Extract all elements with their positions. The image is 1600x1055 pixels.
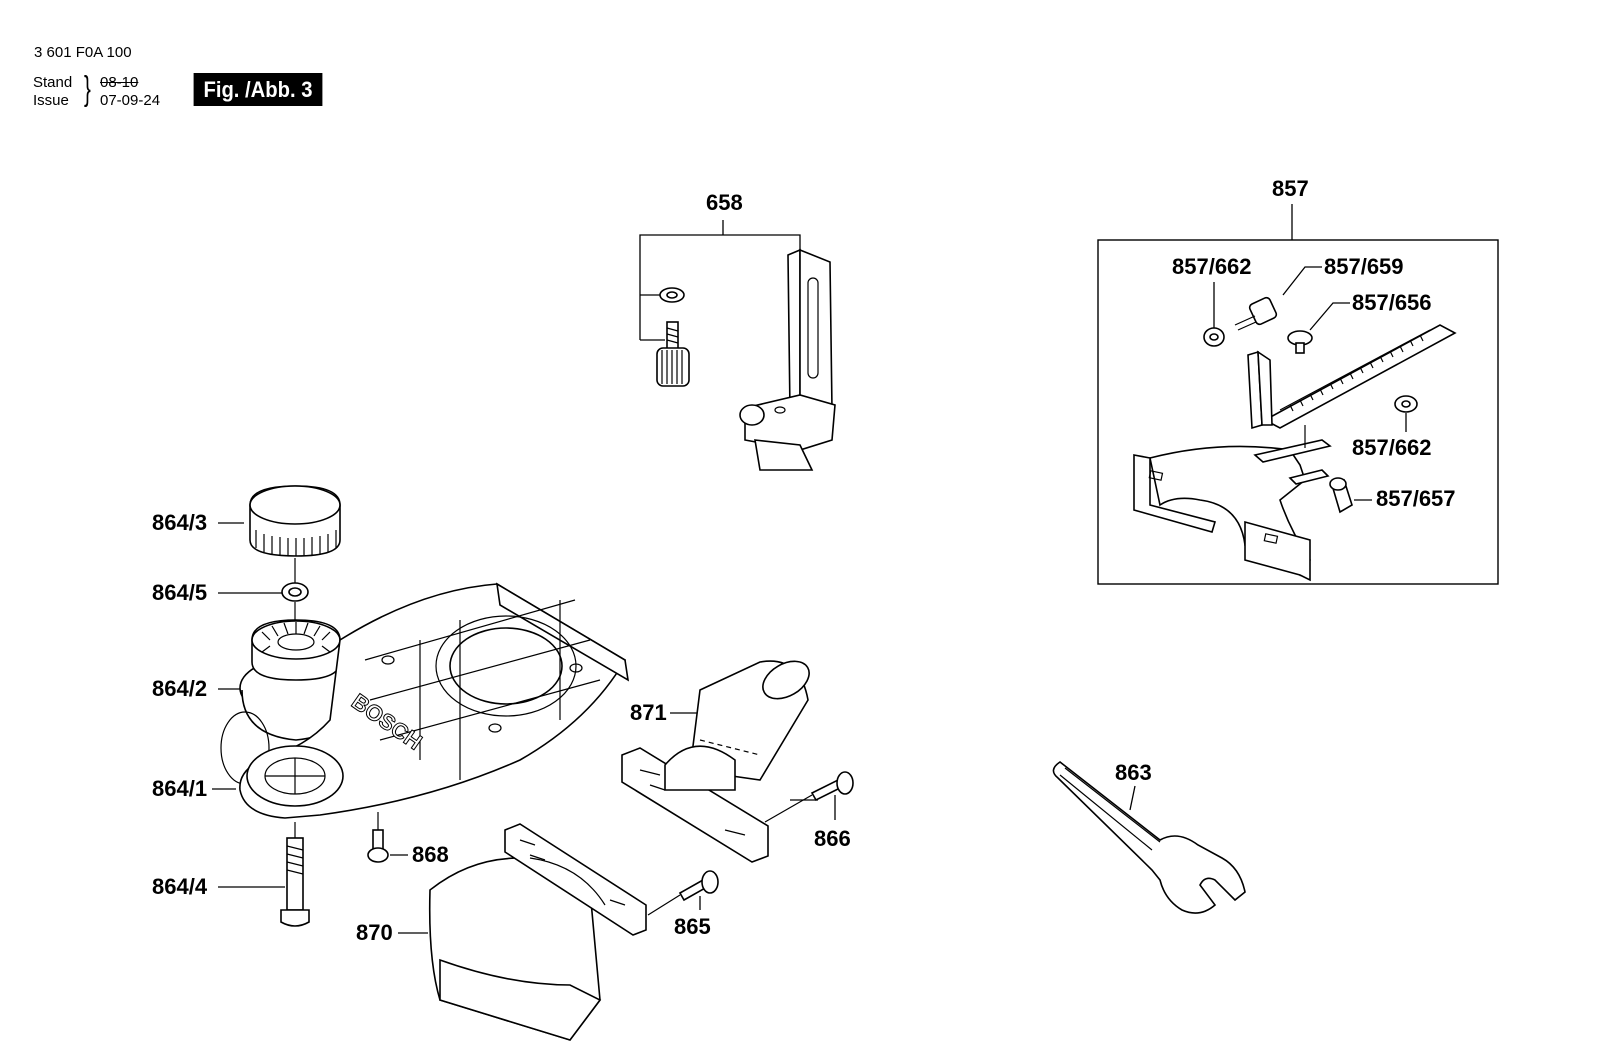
tube-hidden-line bbox=[699, 739, 761, 756]
part-870-group: 870 bbox=[356, 823, 681, 1041]
screw-head bbox=[701, 870, 719, 894]
scale-ticks-line bbox=[1279, 329, 1431, 411]
washer-hole bbox=[1209, 333, 1219, 341]
label-857-662-bottom: 857/662 bbox=[1352, 435, 1432, 460]
label-871: 871 bbox=[630, 700, 667, 725]
figure-badge: Fig. /Abb. 3 bbox=[193, 73, 323, 106]
issue-label: Issue bbox=[33, 92, 69, 109]
group-box-857 bbox=[1097, 239, 1499, 585]
leader-857-656 bbox=[1309, 302, 1350, 331]
label-864-3: 864/3 bbox=[152, 510, 207, 535]
brace-glyph: } bbox=[84, 70, 91, 108]
wrench-863 bbox=[1052, 761, 1246, 914]
label-864-1: 864/1 bbox=[152, 776, 207, 801]
pin-stem bbox=[1295, 342, 1305, 354]
rail-871 bbox=[621, 747, 769, 863]
thumb-knob-658 bbox=[656, 347, 690, 387]
screw-868 bbox=[372, 829, 384, 851]
label-870: 870 bbox=[356, 920, 393, 945]
document-code: 3 601 F0A 100 bbox=[34, 44, 132, 61]
base-slot bbox=[1148, 470, 1164, 481]
knob-top bbox=[1329, 477, 1347, 491]
label-865: 865 bbox=[674, 914, 711, 939]
label-868: 868 bbox=[412, 842, 449, 867]
label-658: 658 bbox=[706, 190, 743, 215]
base-rib bbox=[1253, 439, 1332, 463]
hood-bottom bbox=[439, 958, 602, 1041]
adapter-hood bbox=[664, 745, 736, 791]
tube-end bbox=[762, 660, 810, 700]
label-866: 866 bbox=[814, 826, 851, 851]
base-hole bbox=[488, 723, 502, 733]
label-864-5: 864/5 bbox=[152, 580, 207, 605]
thumbscrew-857-659 bbox=[1248, 296, 1278, 326]
part-658-group: 658 bbox=[639, 190, 836, 471]
issue-date: 07-09-24 bbox=[100, 92, 161, 109]
label-863: 863 bbox=[1115, 760, 1152, 785]
leader-857-659 bbox=[1282, 266, 1322, 296]
bracket-slot bbox=[807, 277, 819, 379]
bracket-face bbox=[799, 248, 833, 411]
bracket-knob bbox=[739, 404, 765, 426]
stand-label: Stand bbox=[33, 74, 73, 91]
rail-870 bbox=[504, 823, 647, 936]
leader-863 bbox=[1129, 785, 1136, 811]
scale-rail-857 bbox=[1263, 324, 1457, 429]
rail-slots bbox=[639, 769, 746, 836]
screw-head bbox=[836, 771, 854, 795]
bracket-658 bbox=[787, 248, 801, 413]
bolt-thread bbox=[286, 845, 304, 875]
gear-teeth bbox=[261, 622, 331, 653]
scale-ticks bbox=[1289, 334, 1424, 412]
knurl bbox=[661, 350, 683, 384]
washer-hole bbox=[1401, 400, 1411, 408]
base-rib bbox=[1288, 469, 1330, 485]
axis-line bbox=[764, 794, 813, 823]
bracket-hole bbox=[774, 406, 786, 414]
part-864-group: 864/3 864/5 864/2 bbox=[152, 485, 630, 927]
bolt-head bbox=[280, 909, 310, 927]
knob-top bbox=[249, 485, 341, 525]
part-866-group: 866 bbox=[764, 771, 854, 851]
axis-line bbox=[647, 894, 681, 916]
label-857-657: 857/657 bbox=[1376, 486, 1456, 511]
base-right-flange bbox=[1244, 520, 1311, 582]
rail-slots bbox=[519, 839, 626, 906]
base-ribs bbox=[419, 600, 561, 780]
label-857-659: 857/659 bbox=[1324, 254, 1404, 279]
upright-face bbox=[1257, 350, 1273, 426]
base-opening bbox=[449, 627, 563, 705]
nut-hole bbox=[288, 587, 302, 597]
label-864-4: 864/4 bbox=[152, 874, 208, 899]
leader-658 bbox=[639, 234, 801, 340]
base-slot bbox=[1263, 533, 1279, 544]
label-857-662-top: 857/662 bbox=[1172, 254, 1252, 279]
base-ribs bbox=[364, 599, 601, 741]
stand-date-struck: 08-10 bbox=[100, 74, 139, 91]
hood-curve bbox=[529, 857, 606, 906]
base-hole bbox=[381, 655, 395, 665]
base-opening-ring bbox=[435, 615, 577, 717]
thumbscrew-thread bbox=[1234, 315, 1257, 331]
base-hole bbox=[569, 663, 583, 673]
part-857-group: 857 857/662 857/659 857/656 8 bbox=[1097, 176, 1499, 585]
part-863-group: 863 bbox=[1052, 760, 1246, 914]
base-left-flange bbox=[1133, 454, 1217, 533]
knob-knurl bbox=[255, 530, 337, 556]
part-868-group: 868 bbox=[367, 812, 449, 867]
washer-hole bbox=[666, 291, 678, 299]
label-857: 857 bbox=[1272, 176, 1309, 201]
screw-thread bbox=[666, 327, 679, 344]
bracket-base bbox=[754, 439, 814, 471]
bracket-foot bbox=[744, 394, 836, 451]
label-864-2: 864/2 bbox=[152, 676, 207, 701]
label-857-656: 857/656 bbox=[1352, 290, 1432, 315]
base-edge bbox=[495, 582, 630, 682]
wrench-handle-edge bbox=[1059, 767, 1161, 851]
part-865-group: 865 bbox=[674, 870, 719, 939]
part-871-group: 871 bbox=[621, 660, 818, 863]
screw-head bbox=[367, 847, 389, 863]
